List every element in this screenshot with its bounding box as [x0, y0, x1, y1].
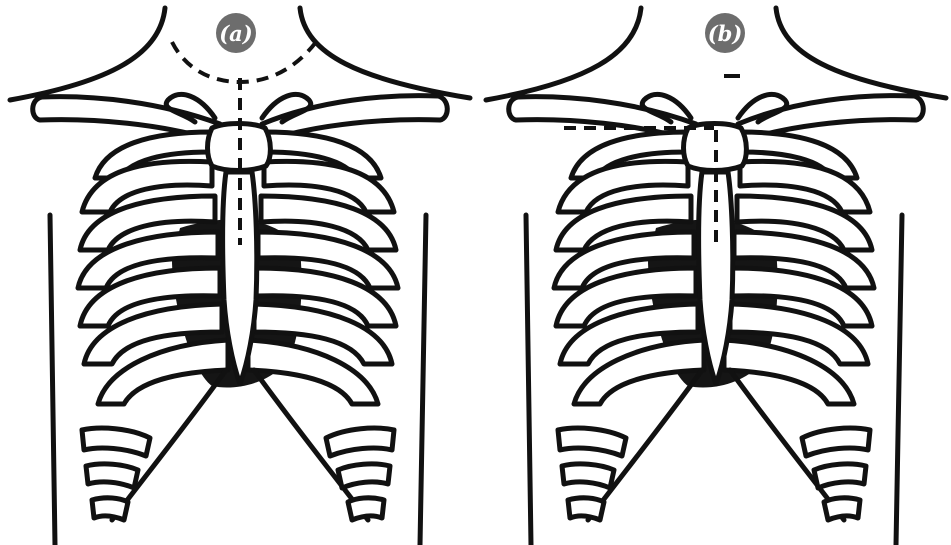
lower-rib-right-2	[814, 464, 866, 488]
ribcage-drawing	[476, 0, 951, 545]
torso-outline-left	[526, 215, 531, 545]
ribcage-drawing	[0, 0, 476, 545]
lower-rib-left-3	[568, 498, 604, 520]
neck-outline-right	[776, 8, 946, 98]
panel-label-badge: (a)	[216, 13, 256, 53]
neck-outline-right	[300, 8, 470, 98]
neck-outline-left	[10, 8, 165, 100]
panel-label-badge: (b)	[705, 13, 745, 53]
torso-outline-right	[896, 215, 902, 545]
panel-b: (b)	[476, 0, 951, 545]
panel-label: (b)	[708, 21, 743, 46]
panel-label: (a)	[219, 21, 252, 46]
lower-rib-right-1	[326, 428, 394, 456]
lower-rib-right-3	[348, 498, 384, 520]
lower-rib-left-1	[558, 428, 626, 456]
lower-rib-left-1	[82, 428, 150, 456]
lower-rib-left-2	[86, 464, 138, 488]
lower-rib-right-2	[338, 464, 390, 488]
panel-a: (a)	[0, 0, 476, 545]
lower-rib-left-3	[92, 498, 128, 520]
lower-rib-right-1	[802, 428, 870, 456]
torso-outline-right	[420, 215, 426, 545]
neck-outline-left	[486, 8, 641, 100]
torso-outline-left	[50, 215, 55, 545]
lower-rib-right-3	[824, 498, 860, 520]
lower-rib-left-2	[562, 464, 614, 488]
